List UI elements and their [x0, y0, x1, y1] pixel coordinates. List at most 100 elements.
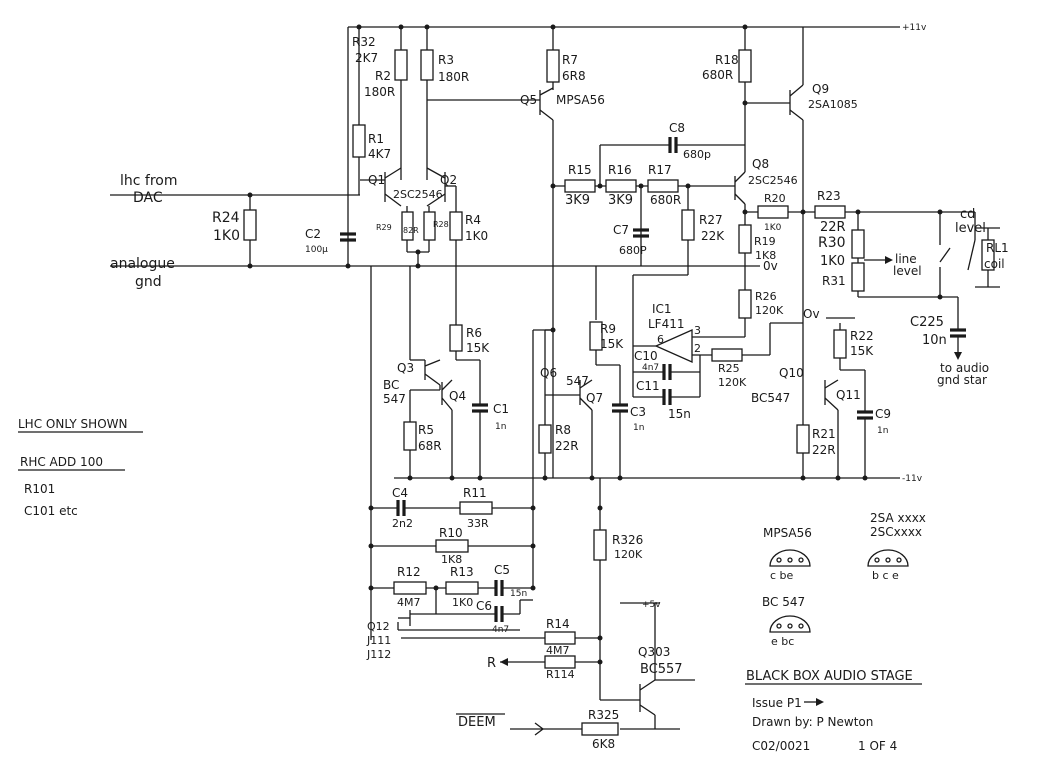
r326-val: 120K — [614, 548, 643, 561]
c11-ref: C11 — [636, 379, 660, 393]
r1-val: 4K7 — [368, 147, 391, 161]
r3-val: 180R — [438, 70, 469, 84]
c9-val: 1n — [877, 426, 888, 436]
q303-val: BC557 — [640, 662, 683, 677]
r21-val: 22R — [812, 443, 836, 457]
q8-val: 2SC2546 — [748, 174, 798, 187]
c2-ref: C2 — [305, 227, 321, 241]
r30-ref: R30 — [818, 235, 846, 251]
r27-val: 22K — [701, 229, 725, 243]
q2-ref: Q2 — [440, 173, 457, 187]
q303-ref: Q303 — [638, 645, 670, 659]
r10-ref: R10 — [439, 526, 463, 540]
q1-ref: Q1 — [368, 173, 385, 187]
c10-ref: C10 — [634, 349, 658, 363]
r27-ref: R27 — [699, 213, 723, 227]
q12-ref: Q12 — [367, 620, 390, 633]
r11-val: 33R — [467, 517, 489, 530]
r18-ref: R18 — [715, 53, 739, 67]
r25-ref: R25 — [718, 362, 740, 375]
r12-val: 4M7 — [397, 596, 421, 609]
c7-val: 680P — [619, 244, 647, 257]
q9-val: 2SA1085 — [808, 98, 858, 111]
r24-ref: R24 — [212, 210, 240, 226]
r32-ref: R32 — [352, 35, 376, 49]
r23-ref: R23 — [817, 189, 841, 203]
r2-ref: R2 — [375, 69, 391, 83]
ic1-ref: IC1 — [652, 302, 672, 316]
r20-ref: R20 — [764, 192, 786, 205]
current-sources — [403, 212, 873, 481]
c5-ref: C5 — [494, 563, 510, 577]
r7-ref: R7 — [562, 53, 578, 67]
r6-ref: R6 — [466, 326, 482, 340]
q1q2-val: 2SC2546 — [393, 188, 443, 201]
r14-val: 4M7 — [546, 644, 570, 657]
r26-val: 120K — [755, 304, 784, 317]
r22-ref: R22 — [850, 329, 874, 343]
pinout-bc547-pins: e bc — [771, 635, 794, 648]
pinout-2sa-name: 2SA xxxx — [870, 511, 926, 525]
r4-val: 1K0 — [465, 229, 488, 243]
line-label-2: level — [893, 264, 922, 278]
r8-ref: R8 — [555, 423, 571, 437]
c8-val: 680p — [683, 148, 711, 161]
r25-val: 120K — [718, 376, 747, 389]
opamp-pin6: 6 — [657, 333, 664, 346]
q5-section — [427, 24, 560, 478]
q10-ref: Q10 — [779, 366, 804, 380]
r24-val: 1K0 — [213, 228, 240, 244]
rl1-coil-label: coil — [984, 257, 1005, 271]
r28-ref: R28 — [433, 220, 449, 229]
note-c101: C101 etc — [24, 504, 78, 518]
r8-val: 22R — [555, 439, 579, 453]
r7-val: 6R8 — [562, 69, 586, 83]
r15-val: 3K9 — [565, 193, 590, 208]
r114-ref: R114 — [546, 668, 575, 681]
r10-val: 1K8 — [441, 553, 462, 566]
deem-label: DEEM — [458, 715, 496, 730]
rail-plus5: +5v — [642, 600, 661, 610]
r5-val: 68R — [418, 439, 442, 453]
q11-ref: Q11 — [836, 388, 861, 402]
c1-ref: C1 — [493, 402, 509, 416]
c6-ref: C6 — [476, 599, 492, 613]
q10-val: BC547 — [751, 391, 790, 405]
q3-val-2: 547 — [383, 392, 406, 406]
q12-val-2: J112 — [366, 648, 391, 661]
input-label-2: DAC — [133, 190, 163, 206]
r326-ref: R326 — [612, 533, 643, 547]
r1-ref: R1 — [368, 132, 384, 146]
labels: +11v -11v 0v Ov +5v lhc from DAC analogu… — [18, 23, 1009, 753]
pinout-bc547-name: BC 547 — [762, 595, 805, 609]
r11-ref: R11 — [463, 486, 487, 500]
rail-minus11: -11v — [902, 474, 923, 484]
r30-val: 1K0 — [820, 254, 845, 269]
q7-ref: Q7 — [586, 391, 603, 405]
r13-ref: R13 — [450, 565, 474, 579]
c6-val: 4n7 — [492, 625, 509, 635]
r5-ref: R5 — [418, 423, 434, 437]
line-label-1: line — [895, 252, 917, 266]
opamp-pin2: 2 — [694, 342, 701, 355]
title-block-drawing-no: C02/0021 — [752, 739, 810, 753]
audio-gnd-label-2: gnd star — [937, 373, 987, 387]
q6-ref: Q6 — [540, 366, 557, 380]
opamp-section — [632, 266, 803, 405]
r17-ref: R17 — [648, 163, 672, 177]
r-out-label: R — [487, 656, 496, 671]
c7-ref: C7 — [613, 223, 629, 237]
r4-ref: R4 — [465, 213, 481, 227]
note-lhc-only: LHC ONLY SHOWN — [18, 417, 128, 431]
c9-ref: C9 — [875, 407, 891, 421]
r9-val: 15K — [600, 337, 624, 351]
cd-label-2: level — [955, 221, 986, 236]
r16-val: 3K9 — [608, 193, 633, 208]
title-block-sheet: 1 OF 4 — [858, 739, 897, 753]
q5-val: MPSA56 — [556, 93, 605, 107]
c225-ref: C225 — [910, 315, 944, 330]
r16-ref: R16 — [608, 163, 632, 177]
r17-val: 680R — [650, 193, 681, 207]
